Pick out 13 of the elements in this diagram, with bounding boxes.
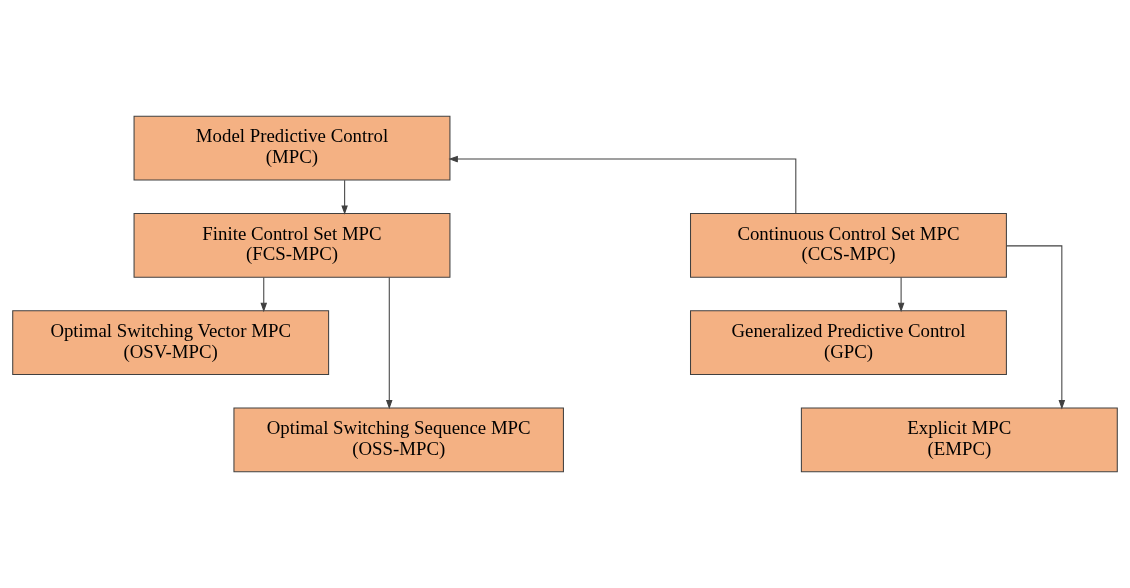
node-box: Optimal Switching Sequence MPC (OSS-MPC) [233, 407, 564, 473]
arrow [897, 276, 905, 313]
arrow [341, 179, 348, 215]
arrow [385, 276, 393, 410]
node-box: Explicit MPC (EMPC) [800, 407, 1118, 473]
node-box: Finite Control Set MPC (FCS-MPC) [133, 212, 451, 278]
arrow [448, 155, 797, 214]
node-box: Model Predictive Control (MPC) [133, 115, 451, 181]
node-box: Optimal Switching Vector MPC (OSV-MPC) [12, 310, 330, 376]
arrow [1006, 245, 1066, 410]
node-box: Generalized Predictive Control (GPC) [690, 310, 1007, 376]
node-box: Continuous Control Set MPC (CCS-MPC) [690, 212, 1007, 278]
arrow [260, 276, 268, 313]
